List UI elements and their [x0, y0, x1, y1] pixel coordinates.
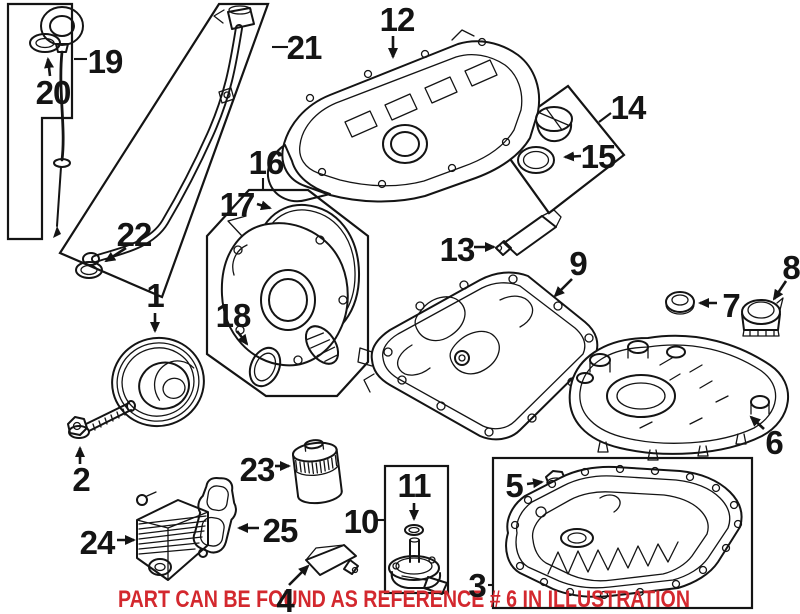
part-1-crankshaft-pulley: [111, 336, 205, 428]
part-23-oil-filter: [291, 439, 343, 505]
part-20-dipstick-seal: [29, 33, 61, 53]
part-label-14: 14: [611, 89, 647, 126]
callout-labels: 1 2 3 4 5 6 7 8 9 10 11 12 13 14 15 16 1…: [36, 1, 800, 614]
part-6-baffle-plate: [568, 334, 790, 461]
part-12-valve-cover: [266, 29, 541, 203]
part-22-arrow: [104, 246, 127, 263]
part-label-21: 21: [287, 29, 322, 66]
part-label-18: 18: [216, 297, 251, 334]
part-4-sealant-tube: [305, 544, 359, 576]
part-3-box: [491, 456, 754, 610]
part-label-13: 13: [440, 231, 475, 268]
part-label-8: 8: [782, 249, 800, 286]
part-20-arrow: [44, 57, 55, 77]
part-24-oil-cooler: [136, 491, 209, 581]
part-10-oil-level-sensor: [388, 537, 448, 595]
part-label-7: 7: [722, 287, 739, 324]
part-9-upper-oil-pan: [357, 271, 599, 441]
part-8-sealing-cap: [741, 297, 784, 337]
part-21-box: [58, 2, 270, 299]
part-label-9: 9: [569, 245, 587, 282]
part-25-cooler-gasket: [192, 477, 237, 554]
part-label-15: 15: [581, 138, 616, 175]
part-9-arrow: [553, 278, 573, 298]
part-label-10: 10: [344, 503, 379, 540]
caption-text: PART CAN BE FOUND AS REFERENCE # 6 IN IL…: [118, 586, 690, 613]
part-6-arrow: [749, 415, 765, 430]
part-14-leader: [598, 112, 612, 123]
part-16-timing-cover: [220, 215, 349, 367]
part-10-box: [383, 464, 450, 595]
part-7-grommet: [665, 291, 695, 315]
part-label-22: 22: [117, 216, 152, 253]
part-18-arrow: [235, 330, 249, 346]
part-19-box: [6, 2, 74, 241]
part-2-pulley-bolt: [67, 400, 136, 439]
part-16-box: [205, 188, 370, 398]
part-label-6: 6: [765, 424, 783, 461]
part-21-guide-tube: [82, 5, 255, 266]
baffle-bosses: [576, 340, 770, 415]
part-8-arrow: [772, 280, 788, 301]
part-17-arrow: [256, 200, 272, 211]
part-11-sensor-seal: [404, 524, 424, 536]
part-label-3: 3: [468, 567, 486, 604]
part-18-crankshaft-seal: [248, 346, 282, 388]
part-13-sealant-tube: [495, 209, 562, 256]
part-14-box: [493, 84, 626, 215]
part-label-5: 5: [505, 467, 523, 504]
part-label-20: 20: [36, 74, 71, 111]
part-label-2: 2: [72, 461, 90, 498]
part-19-dipstick: [40, 6, 84, 238]
part-label-12: 12: [380, 1, 415, 38]
part-label-1: 1: [146, 277, 164, 314]
part-label-17: 17: [220, 186, 255, 223]
part-15-arrow: [563, 151, 582, 162]
part-3-lower-oil-pan: [505, 464, 743, 600]
part-15-cap-seal: [517, 146, 555, 174]
part-label-23: 23: [240, 451, 275, 488]
part-label-19: 19: [88, 43, 123, 80]
part-22-tube-seal: [75, 261, 103, 279]
part-14-filler-cap: [535, 106, 573, 143]
part-4-arrow: [288, 564, 310, 586]
part-5-arrow: [526, 478, 544, 489]
part-label-11: 11: [398, 467, 432, 504]
part-label-24: 24: [80, 524, 116, 561]
part-label-16: 16: [249, 144, 284, 181]
part-label-4: 4: [276, 582, 295, 614]
callout-arrows: [44, 36, 788, 587]
part-label-25: 25: [263, 512, 298, 549]
